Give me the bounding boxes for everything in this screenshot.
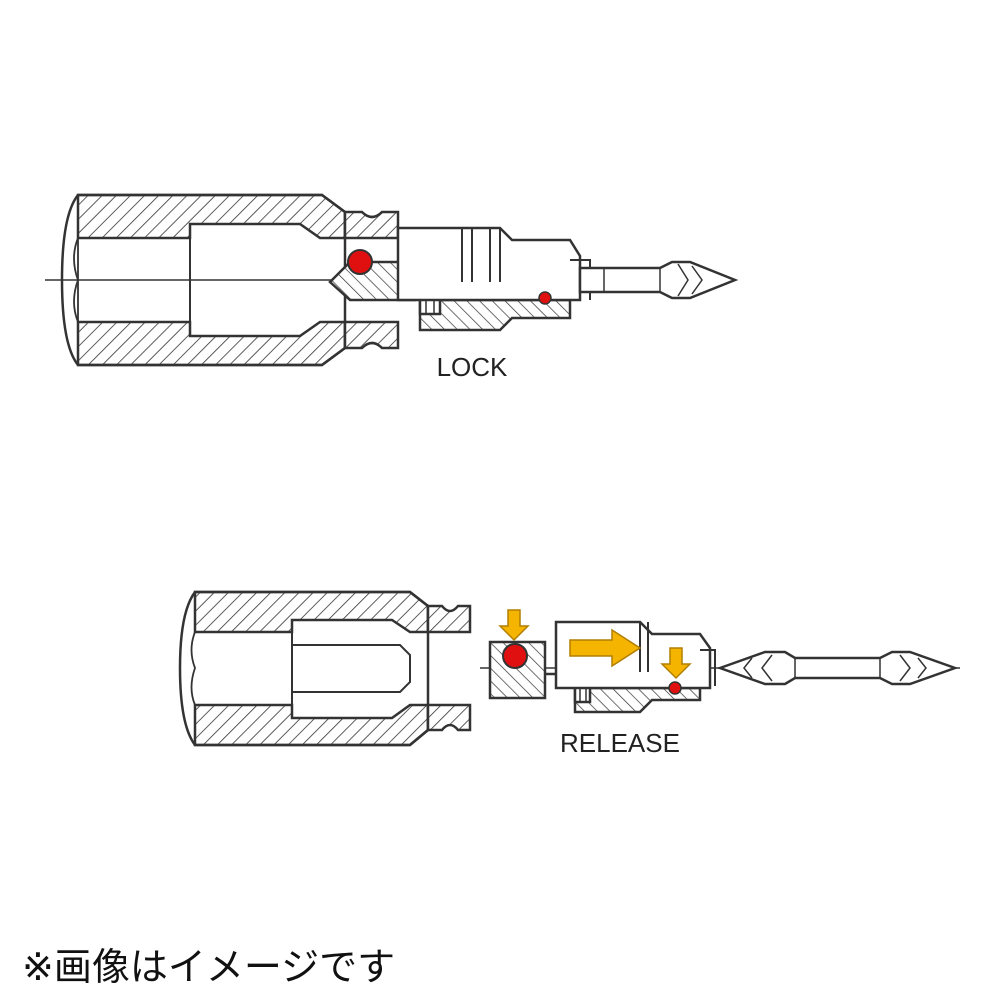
release-assembly [178,590,960,747]
release-socket-wall-top [193,590,430,634]
release-detent-ball-large [502,643,528,669]
lock-socket-neck [343,210,400,240]
lock-label: LOCK [437,352,508,382]
lock-assembly [45,193,739,367]
release-socket-neck-bottom [426,703,472,732]
lock-detent-ball-small [538,291,552,305]
lock-socket-wall-bottom [76,320,347,367]
lock-socket-neck-bottom [343,320,400,350]
image-note: ※画像はイメージです [22,945,396,989]
lock-socket-hex-curve [73,237,79,323]
lock-socket-wall-top [76,193,347,240]
release-socket-neck [426,604,472,634]
release-socket-outline [178,590,430,747]
lock-socket-outline [60,193,347,367]
release-arrow-down-right-icon [660,647,692,680]
release-label: RELEASE [560,728,680,758]
release-arrow-right-icon [569,628,642,668]
lock-detent-ball-large [347,249,373,275]
release-bit [716,650,959,686]
release-arrow-down-left-icon [498,609,530,642]
release-detent-ball-small [668,681,682,695]
release-socket-wall-bottom [193,703,430,747]
